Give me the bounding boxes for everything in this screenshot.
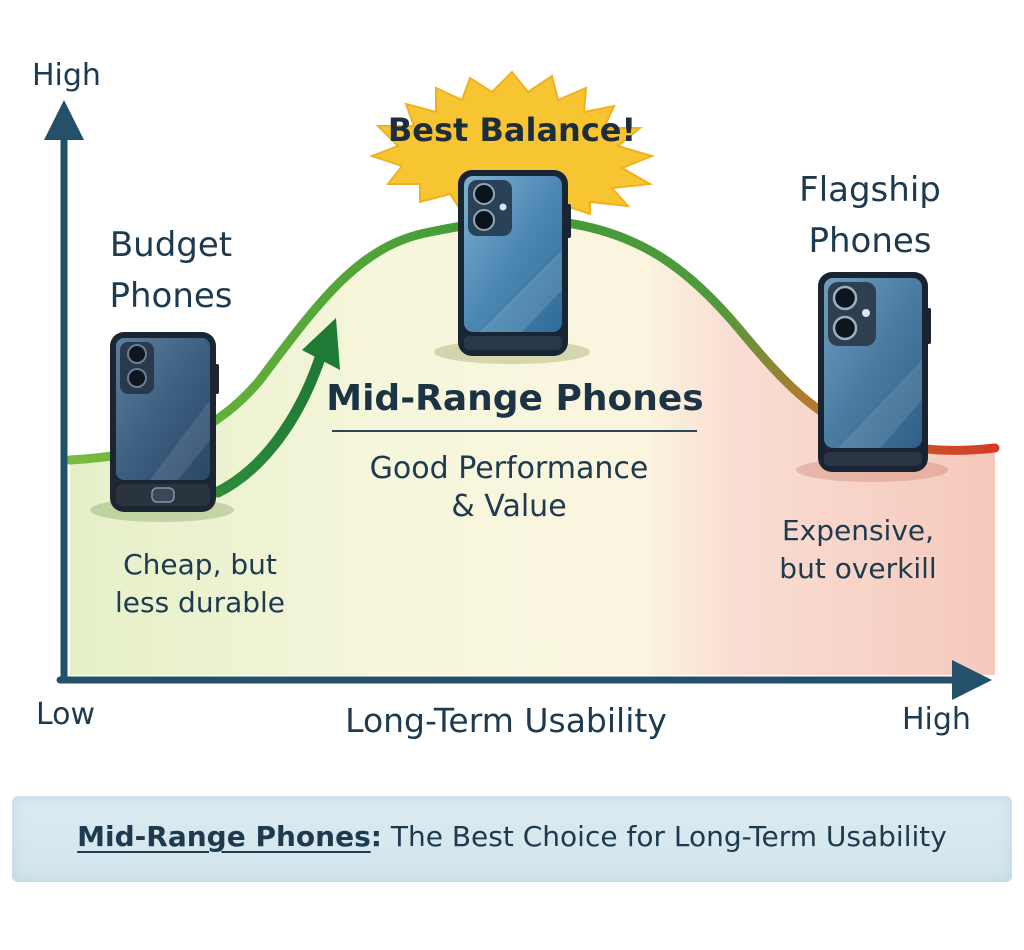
phone-flagship-icon (818, 272, 931, 472)
flagship-title-line2: Phones (808, 221, 932, 261)
footer-emphasis: Mid-Range Phones (77, 820, 371, 853)
phone-budget-icon (110, 332, 219, 512)
budget-title-line1: Budget (109, 225, 233, 265)
budget-note-line1: Cheap, but (123, 548, 277, 581)
best-balance-badge-label: Best Balance! (387, 111, 637, 149)
footer-rest: The Best Choice for Long-Term Usability (381, 820, 947, 853)
arrow-up-head (302, 318, 340, 370)
flagship-phones-title: Flagship Phones (799, 165, 941, 267)
flagship-phones-note: Expensive, but overkill (779, 512, 936, 588)
budget-title-line2: Phones (109, 276, 233, 316)
footer-caption: Mid-Range Phones: The Best Choice for Lo… (77, 820, 947, 853)
flagship-title-line1: Flagship (799, 170, 941, 210)
flagship-note-line2: but overkill (779, 551, 937, 585)
x-axis-arrowhead-icon (952, 660, 992, 700)
budget-phones-title: Budget Phones (109, 220, 232, 322)
x-axis-high-label: High (902, 702, 971, 737)
x-axis-title: Long-Term Usability (345, 701, 667, 740)
y-axis-arrowhead-icon (44, 100, 84, 140)
x-axis-low-label: Low (36, 697, 96, 732)
budget-note-line2: less durable (114, 585, 286, 619)
phone-mid-range-icon (458, 170, 571, 356)
mid-range-phones-title: Mid-Range Phones (326, 378, 704, 419)
footer-colon: : (370, 820, 382, 853)
mid-note-line2: & Value (451, 488, 567, 524)
mid-note-line1: Good Performance (369, 451, 649, 486)
footer-banner (12, 796, 1012, 882)
mid-range-divider (332, 430, 697, 432)
y-axis-high-label: High (32, 58, 101, 93)
arrow-up-icon (212, 346, 328, 498)
budget-phones-note: Cheap, but less durable (115, 546, 285, 622)
flagship-note-line1: Expensive, (781, 514, 935, 547)
mid-range-note: Good Performance & Value (370, 450, 649, 525)
